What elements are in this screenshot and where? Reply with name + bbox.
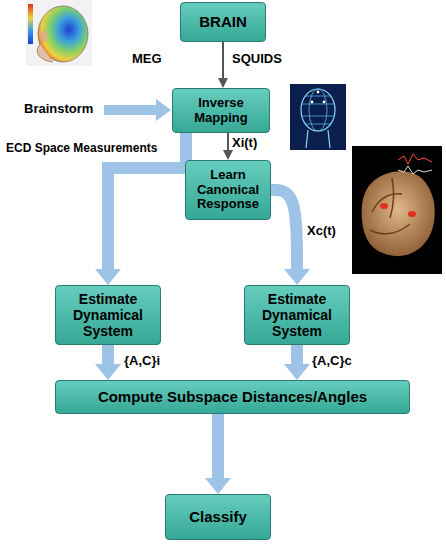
head-outline bbox=[301, 89, 335, 131]
annotation-label: Xc(t) bbox=[307, 224, 336, 239]
sensor-dot bbox=[317, 91, 320, 94]
head-mesh bbox=[309, 89, 327, 131]
flow-arrow bbox=[291, 345, 303, 364]
process-box: Estimate Dynamical System bbox=[244, 285, 350, 345]
process-box: BRAIN bbox=[180, 2, 266, 42]
signal-trace bbox=[398, 166, 432, 174]
process-box: Learn Canonical Response bbox=[185, 160, 271, 220]
picture-ground bbox=[352, 146, 442, 274]
annotation-label: MEG bbox=[132, 52, 162, 67]
sensor-dot bbox=[323, 101, 326, 104]
arrow-head bbox=[156, 99, 171, 121]
box-text: Estimate Dynamical System bbox=[250, 291, 344, 339]
signal-trace bbox=[398, 154, 432, 164]
process-box: Estimate Dynamical System bbox=[55, 285, 161, 345]
process-box: Inverse Mapping bbox=[172, 88, 270, 133]
source-spot bbox=[380, 203, 388, 209]
source-spot bbox=[408, 211, 416, 217]
input-arrow bbox=[104, 99, 171, 121]
sensor-dot bbox=[311, 101, 314, 104]
signal-arrow bbox=[222, 42, 224, 78]
process-box: Classify bbox=[165, 494, 271, 540]
brain-volume bbox=[362, 171, 435, 256]
box-text: Compute Subspace Distances/Angles bbox=[61, 388, 404, 405]
annotation-label: {A,C}i bbox=[124, 354, 160, 369]
box-text: Learn Canonical Response bbox=[191, 168, 265, 213]
brain-mri bbox=[352, 146, 442, 274]
flow-arrow bbox=[271, 190, 297, 269]
signal-arrow bbox=[227, 133, 229, 150]
box-text: BRAIN bbox=[186, 13, 260, 30]
process-box: Compute Subspace Distances/Angles bbox=[55, 380, 410, 414]
picture-ground bbox=[26, 0, 92, 66]
arrow-shaft bbox=[104, 105, 157, 115]
annotation-label: ECD Space Measurements bbox=[6, 142, 157, 156]
box-text: Estimate Dynamical System bbox=[61, 291, 155, 339]
flow-arrow bbox=[212, 414, 224, 478]
annotation-label: {A,C}c bbox=[312, 354, 352, 369]
picture-ground bbox=[290, 84, 346, 150]
topography-head bbox=[26, 0, 92, 66]
annotation-label: Xi(t) bbox=[232, 136, 257, 151]
box-text: Inverse Mapping bbox=[178, 96, 264, 126]
brain-fold bbox=[370, 178, 410, 234]
box-text: Classify bbox=[171, 508, 265, 525]
flow-arrow bbox=[102, 345, 114, 364]
annotation-label: Brainstorm bbox=[24, 102, 93, 117]
face-outline bbox=[37, 44, 53, 62]
annotation-label: SQUIDS bbox=[232, 52, 282, 67]
ear bbox=[41, 30, 47, 42]
color-scale bbox=[28, 4, 33, 44]
scalp-map bbox=[38, 6, 88, 62]
neck-outline bbox=[306, 130, 330, 148]
wireframe-head bbox=[290, 84, 346, 150]
head-mesh bbox=[301, 96, 335, 124]
